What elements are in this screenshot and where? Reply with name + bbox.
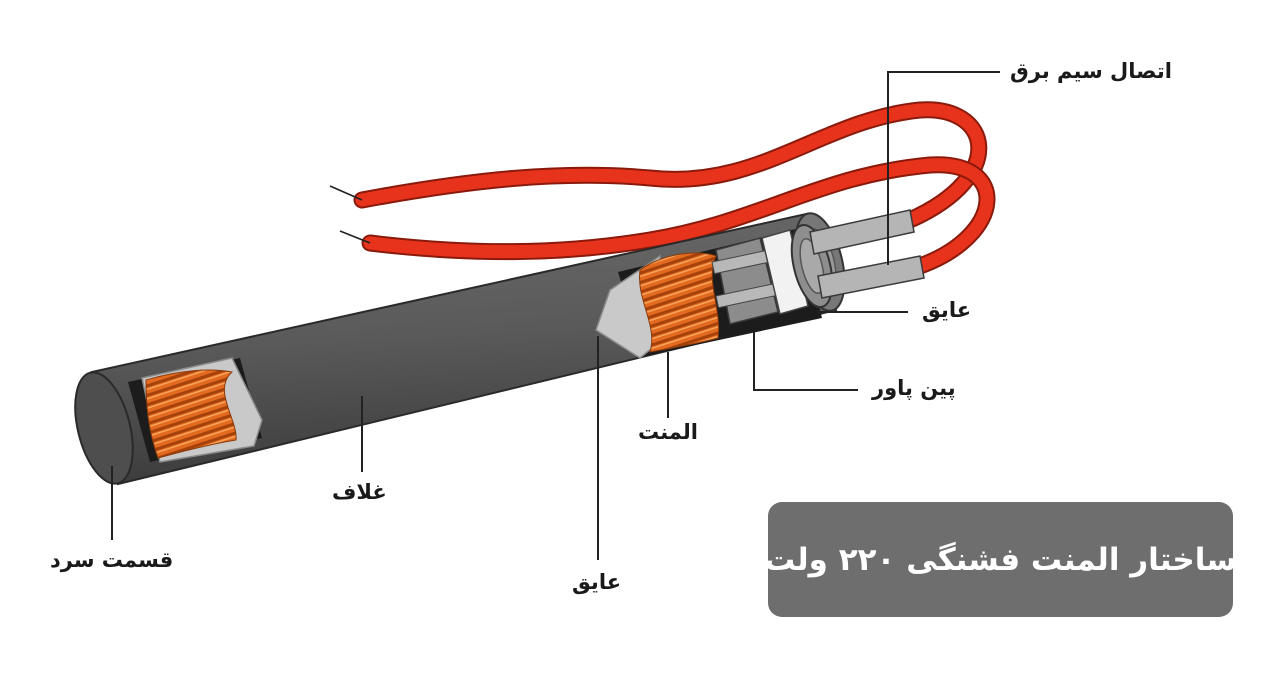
external-pin-lower xyxy=(817,255,925,299)
label-power-pin: پین پاور xyxy=(872,376,956,400)
leader-wire-connection xyxy=(887,71,1000,265)
end-insulator-disc xyxy=(761,229,809,315)
cold-section-cutaway xyxy=(128,357,263,463)
leader-lines xyxy=(111,71,1000,560)
end-cap xyxy=(790,209,925,308)
element-cutaway xyxy=(595,228,822,359)
label-insulator-body: عایق xyxy=(572,570,622,594)
label-sheath: غلاف xyxy=(332,480,387,504)
external-pin-upper xyxy=(809,209,915,255)
leader-power-pin xyxy=(753,332,858,391)
wire-tip-lower xyxy=(339,230,371,244)
diagram-title: ساختار المنت فشنگی ۲۲۰ ولت xyxy=(764,541,1237,578)
coil-left xyxy=(145,369,237,459)
label-cold-section: قسمت سرد xyxy=(50,548,174,572)
label-element: المنت xyxy=(638,420,698,444)
coil-right xyxy=(639,252,720,353)
tube-end-left xyxy=(74,371,134,485)
wire-tip-upper xyxy=(329,185,363,201)
power-wires xyxy=(329,101,996,275)
label-insulator-end: عایق xyxy=(922,298,972,322)
label-wire-connection: اتصال سیم برق xyxy=(1010,59,1172,83)
title-box: ساختار المنت فشنگی ۲۲۰ ولت xyxy=(764,502,1237,617)
